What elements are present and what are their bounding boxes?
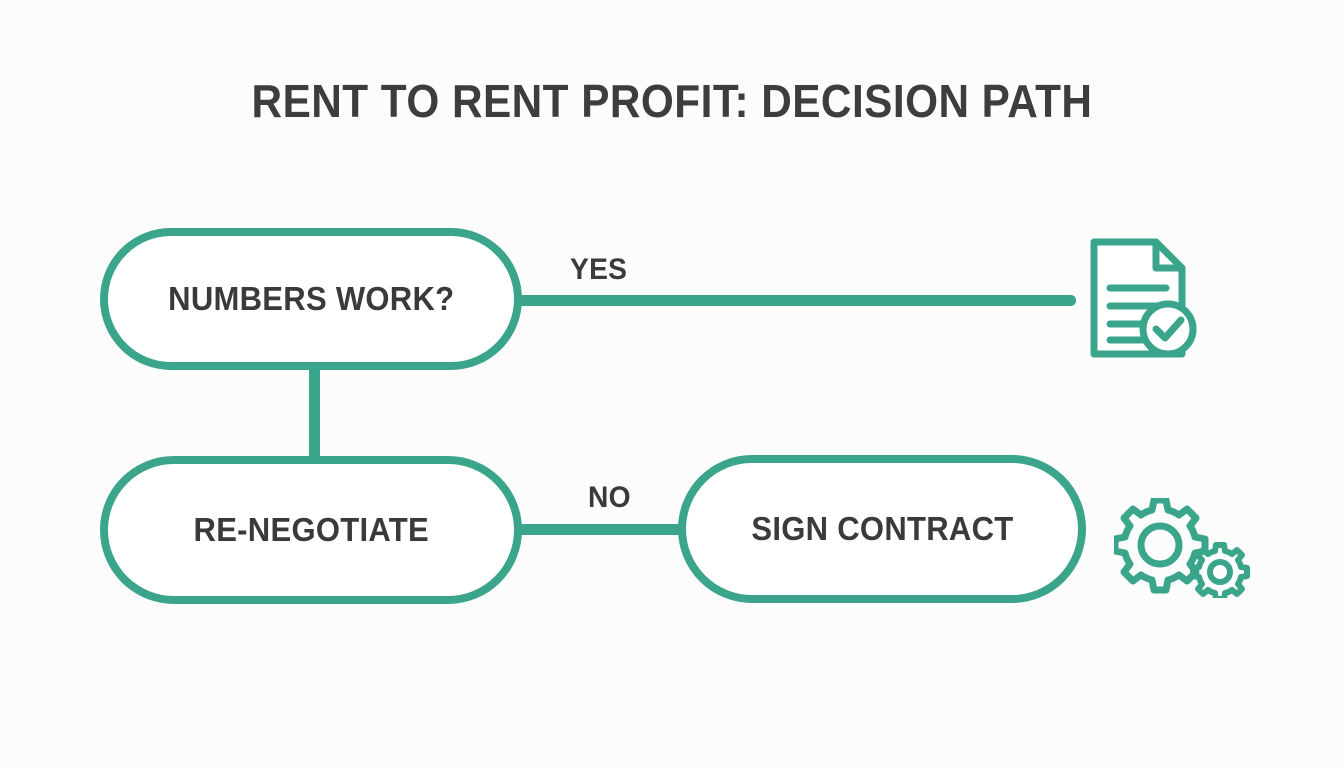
node-sign-contract-label: SIGN CONTRACT: [750, 510, 1014, 547]
node-numbers-work-label: NUMBERS WORK?: [167, 280, 455, 317]
node-sign-contract[interactable]: SIGN CONTRACT: [678, 455, 1086, 603]
gears-icon: [1111, 496, 1250, 602]
connector-numbers-to-renegotiate: [309, 362, 320, 462]
connector-yes-line: [516, 295, 1076, 306]
node-re-negotiate[interactable]: RE-NEGOTIATE: [100, 456, 522, 604]
edge-label-yes: YES: [570, 253, 628, 286]
document-check-icon: [1086, 236, 1198, 360]
connector-no-line: [516, 524, 686, 535]
page-title: RENT TO RENT PROFIT: DECISION PATH: [251, 75, 1093, 127]
node-re-negotiate-label: RE-NEGOTIATE: [193, 511, 429, 548]
node-numbers-work[interactable]: NUMBERS WORK?: [100, 228, 522, 370]
edge-label-no: NO: [588, 481, 631, 514]
